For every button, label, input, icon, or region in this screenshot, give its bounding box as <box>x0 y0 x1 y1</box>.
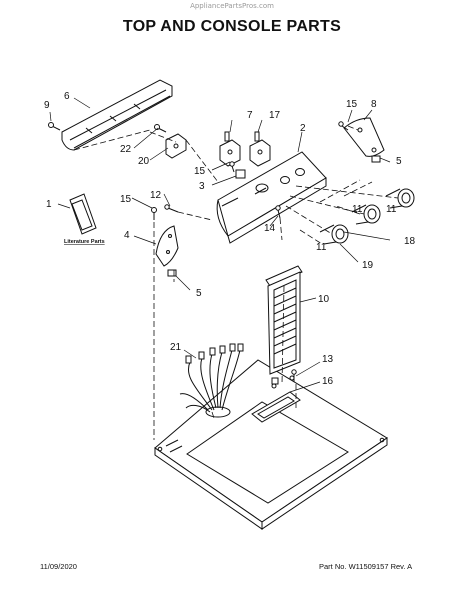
switch-right <box>249 131 271 167</box>
callout-18: 18 <box>404 236 416 247</box>
callout-8: 8 <box>371 99 377 110</box>
wire-harness <box>179 343 244 413</box>
callout-5: 5 <box>196 288 202 299</box>
bracket <box>165 133 187 159</box>
callout-2: 2 <box>300 123 306 134</box>
knob <box>351 204 381 225</box>
knob <box>319 224 349 245</box>
callout-9: 9 <box>44 100 50 111</box>
callout-22: 22 <box>120 144 132 155</box>
screw <box>338 121 349 131</box>
callout-labels: 9 6 22 20 7 17 2 15 8 5 15 3 1 12 15 14 … <box>44 91 416 387</box>
screw <box>154 124 167 133</box>
screw <box>275 205 281 219</box>
callout-11: 11 <box>316 242 327 253</box>
callout-4: 4 <box>124 230 130 241</box>
screw <box>229 161 235 173</box>
callout-17: 17 <box>269 110 281 121</box>
callout-1: 1 <box>46 199 52 210</box>
console-end-cap-right <box>343 117 385 157</box>
callout-19: 19 <box>362 260 374 271</box>
console-end-cap-left <box>155 225 179 267</box>
footer-part-number: Part No. W11509157 Rev. A <box>319 562 413 571</box>
callout-7: 7 <box>247 110 253 121</box>
callout-15: 15 <box>346 99 358 110</box>
callout-13: 13 <box>322 354 334 365</box>
callout-3: 3 <box>199 181 205 192</box>
callout-21: 21 <box>170 342 182 353</box>
literature-parts-label: Literature Parts <box>64 239 105 245</box>
clip <box>167 269 177 277</box>
diagram-title: TOP AND CONSOLE PARTS <box>122 18 342 35</box>
screw <box>164 204 179 213</box>
screw <box>48 122 61 131</box>
callout-11: 11 <box>386 204 397 215</box>
callout-15: 15 <box>120 194 132 205</box>
callout-15: 15 <box>194 166 206 177</box>
callout-20: 20 <box>138 156 150 167</box>
knob-clip <box>235 169 246 179</box>
watermark-text: AppliancePartsPros.com <box>190 2 274 10</box>
rear-cover <box>61 79 173 151</box>
literature-booklet <box>69 193 97 235</box>
clip <box>371 155 381 163</box>
knob <box>385 188 415 209</box>
callout-14: 14 <box>264 223 276 234</box>
dryer-top-panel <box>154 359 388 530</box>
callout-6: 6 <box>64 91 70 102</box>
footer-date: 11/09/2020 <box>40 562 77 571</box>
callout-16: 16 <box>322 376 334 387</box>
clip <box>271 377 279 385</box>
switch-left <box>219 131 241 167</box>
callout-5: 5 <box>396 156 402 167</box>
screw <box>291 369 297 382</box>
lint-screen-housing <box>265 265 303 375</box>
callout-10: 10 <box>318 294 330 305</box>
screw <box>151 207 157 220</box>
callout-11: 11 <box>352 204 363 215</box>
callout-12: 12 <box>150 190 162 201</box>
